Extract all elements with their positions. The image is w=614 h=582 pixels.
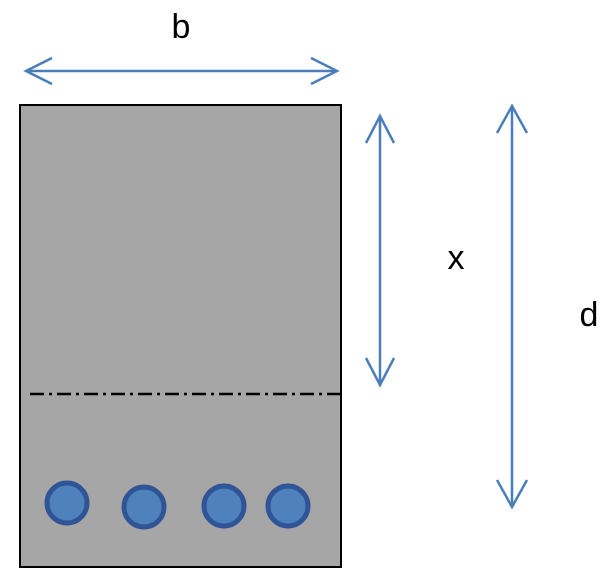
rebar-2 (121, 484, 167, 530)
width-label: b (172, 8, 191, 46)
rebar-1 (44, 480, 90, 526)
rebar-group (44, 480, 311, 530)
rebar-3 (201, 483, 247, 529)
effective-depth-dimension: d (495, 103, 599, 510)
rebar-4 (265, 483, 311, 529)
d-label: d (580, 296, 599, 334)
neutral-axis-depth-dimension: x (364, 113, 465, 388)
width-arrowhead-right (310, 56, 340, 86)
x-label: x (448, 239, 465, 277)
width-dimension: b (23, 8, 340, 86)
d-arrowhead-bottom (495, 479, 529, 510)
x-arrowhead-top (364, 113, 396, 144)
width-arrowhead-left (23, 56, 53, 86)
x-arrowhead-bottom (364, 357, 396, 388)
d-arrowhead-top (495, 103, 529, 134)
